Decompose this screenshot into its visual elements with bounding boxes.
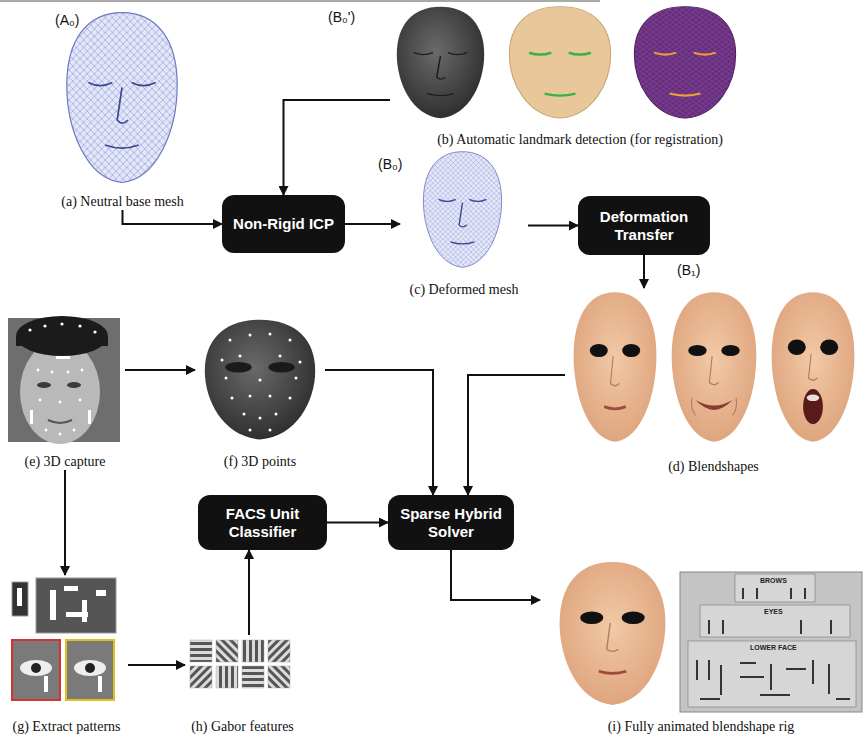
arrow-connector	[643, 255, 645, 288]
figure-panel: (h) Gabor features	[185, 635, 300, 735]
arrow-connector	[128, 664, 185, 666]
process-box: FACS Unit Classifier	[198, 495, 327, 550]
box-label: Sparse Hybrid Solver	[394, 505, 508, 541]
figure-caption: (f) 3D points	[224, 453, 296, 470]
arrow-connector	[345, 223, 400, 225]
figure-panel: (f) 3D points	[195, 316, 325, 470]
figure-caption: (b) Automatic landmark detection (for re…	[437, 131, 723, 148]
box-label: Deformation Transfer	[584, 208, 704, 244]
figure-panel: (A₀) (a) Neutral base mesh	[50, 8, 195, 210]
arrow-connector	[64, 470, 66, 575]
figure-panel: (B₀)(c) Deformed mesh	[400, 148, 528, 298]
figure-caption: (e) 3D capture	[25, 453, 106, 470]
figure-panel: (B₀')(b) Automatic landmark detection (f…	[390, 3, 770, 148]
box-label: Non-Rigid ICP	[233, 215, 334, 233]
figure-caption: (i) Fully animated blendshape rig	[608, 718, 795, 735]
arrow-connector	[125, 369, 195, 371]
figure-caption: (a) Neutral base mesh	[61, 193, 183, 210]
figure-caption: (h) Gabor features	[191, 718, 294, 735]
process-box: Non-Rigid ICP	[222, 195, 345, 253]
arrow-connector	[284, 100, 391, 195]
figure-tag: (B₀)	[378, 156, 402, 172]
panel-label: LOWER FACE	[750, 644, 797, 651]
figure-panel: (B₁)(d) Blendshapes	[565, 288, 862, 475]
arrow-connector	[528, 225, 578, 227]
figure-panel: (i) Fully animated blendshape rig	[540, 555, 862, 735]
figure-caption: (c) Deformed mesh	[410, 281, 519, 298]
figure-tag: (B₀')	[328, 9, 355, 25]
arrow-connector	[123, 210, 223, 224]
arrow-connector	[451, 550, 540, 600]
figure-caption: (d) Blendshapes	[668, 458, 759, 475]
arrow-connector	[325, 370, 433, 495]
figure-panel: (g) Extract patterns	[5, 575, 128, 735]
panel-label: EYES	[764, 608, 783, 615]
figure-caption: (g) Extract patterns	[12, 718, 120, 735]
process-box: Sparse Hybrid Solver	[388, 495, 514, 550]
arrow-connector	[468, 375, 565, 495]
arrow-connector	[248, 550, 250, 635]
figure-tag: (B₁)	[677, 262, 700, 278]
panel-label: BROWS	[760, 577, 787, 584]
figure-tag: (A₀)	[55, 12, 79, 28]
figure-panel: (e) 3D capture	[5, 316, 125, 470]
arrow-connector	[327, 522, 388, 524]
box-label: FACS Unit Classifier	[204, 505, 321, 541]
process-box: Deformation Transfer	[578, 196, 710, 255]
